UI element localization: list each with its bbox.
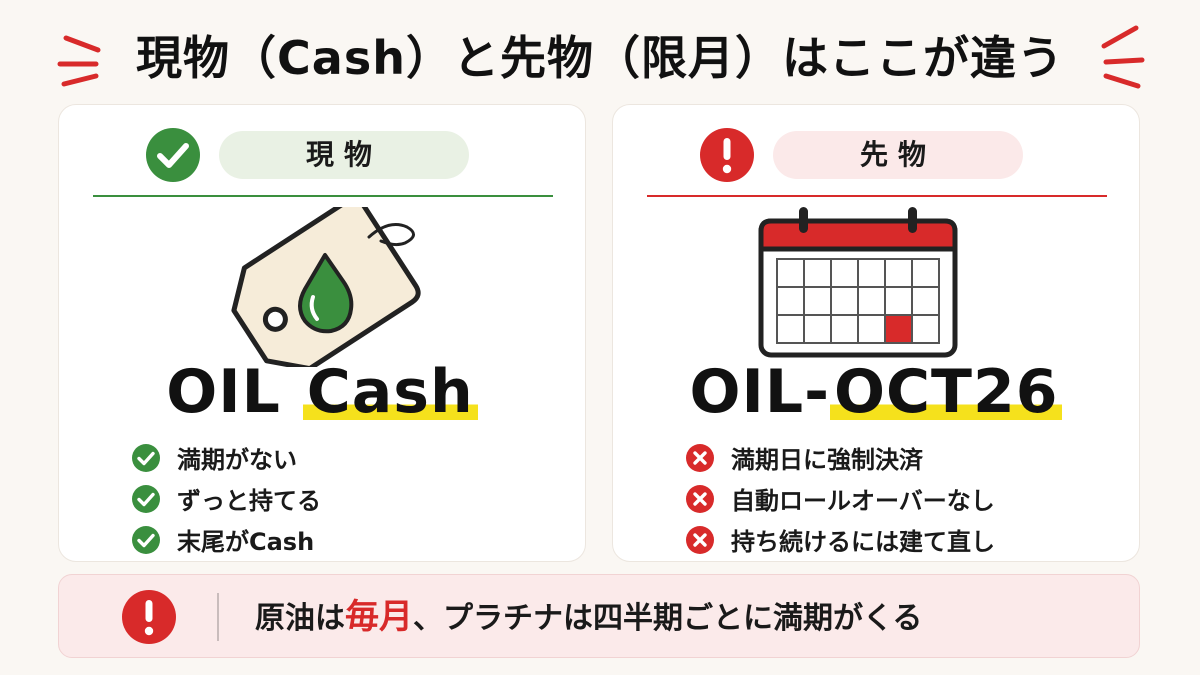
feature-text: ずっと持てる xyxy=(177,487,321,515)
list-item: 持ち続けるには建て直し xyxy=(685,519,1125,560)
spot-feature-list: 満期がない ずっと持てる 末尾がCash xyxy=(131,437,571,560)
list-item: 末尾がCash xyxy=(131,519,571,560)
notice-emphasis: 毎月 xyxy=(345,597,413,637)
spot-ticker-suffix: Cash xyxy=(302,357,478,427)
expiry-notice-banner: 原油は毎月、プラチナは四半期ごとに満期がくる xyxy=(58,574,1140,658)
cross-icon xyxy=(685,484,715,514)
accent-burst-left-icon xyxy=(57,35,101,87)
oil-drop-price-tag-icon xyxy=(59,203,585,367)
check-circle-icon xyxy=(145,127,201,183)
spot-heading: 現物 xyxy=(219,131,469,179)
futures-ticker-prefix: OIL- xyxy=(689,357,830,427)
futures-divider xyxy=(647,195,1107,197)
spot-ticker: OIL Cash xyxy=(59,357,585,427)
spot-divider xyxy=(93,195,553,197)
cross-icon xyxy=(685,443,715,473)
futures-card: 先物 OIL-OCT26 満期 xyxy=(612,104,1140,562)
futures-feature-list: 満期日に強制決済 自動ロールオーバーなし 持ち続けるには建て直し xyxy=(685,437,1125,560)
futures-ticker-suffix: OCT26 xyxy=(830,357,1063,427)
futures-ticker: OIL-OCT26 xyxy=(613,357,1139,427)
banner-divider xyxy=(217,593,219,641)
accent-burst-right-icon xyxy=(1101,25,1145,89)
cross-icon xyxy=(685,525,715,555)
notice-prefix: 原油は xyxy=(255,601,345,636)
list-item: ずっと持てる xyxy=(131,478,571,519)
list-item: 満期日に強制決済 xyxy=(685,437,1125,478)
feature-text: 満期日に強制決済 xyxy=(731,446,923,474)
expiry-notice-text: 原油は毎月、プラチナは四半期ごとに満期がくる xyxy=(255,575,922,659)
exclamation-circle-icon xyxy=(699,127,755,183)
check-icon xyxy=(131,484,161,514)
notice-suffix: 、プラチナは四半期ごとに満期がくる xyxy=(413,601,923,636)
spot-card-header: 現物 xyxy=(59,125,585,185)
list-item: 満期がない xyxy=(131,437,571,478)
spot-ticker-prefix: OIL xyxy=(166,357,303,427)
page-title: 現物（Cash）と先物（限月）はここが違う xyxy=(136,31,1064,85)
exclamation-circle-icon xyxy=(121,589,177,645)
check-icon xyxy=(131,525,161,555)
feature-text: 末尾がCash xyxy=(177,528,315,556)
feature-text: 満期がない xyxy=(177,446,297,474)
spot-card: 現物 OIL Cash 満期がない ずっと持てる xyxy=(58,104,586,562)
futures-card-header: 先物 xyxy=(613,125,1139,185)
futures-heading: 先物 xyxy=(773,131,1023,179)
check-icon xyxy=(131,443,161,473)
feature-text: 持ち続けるには建て直し xyxy=(731,528,995,556)
calendar-icon xyxy=(613,203,1139,365)
list-item: 自動ロールオーバーなし xyxy=(685,478,1125,519)
feature-text: 自動ロールオーバーなし xyxy=(731,487,995,515)
